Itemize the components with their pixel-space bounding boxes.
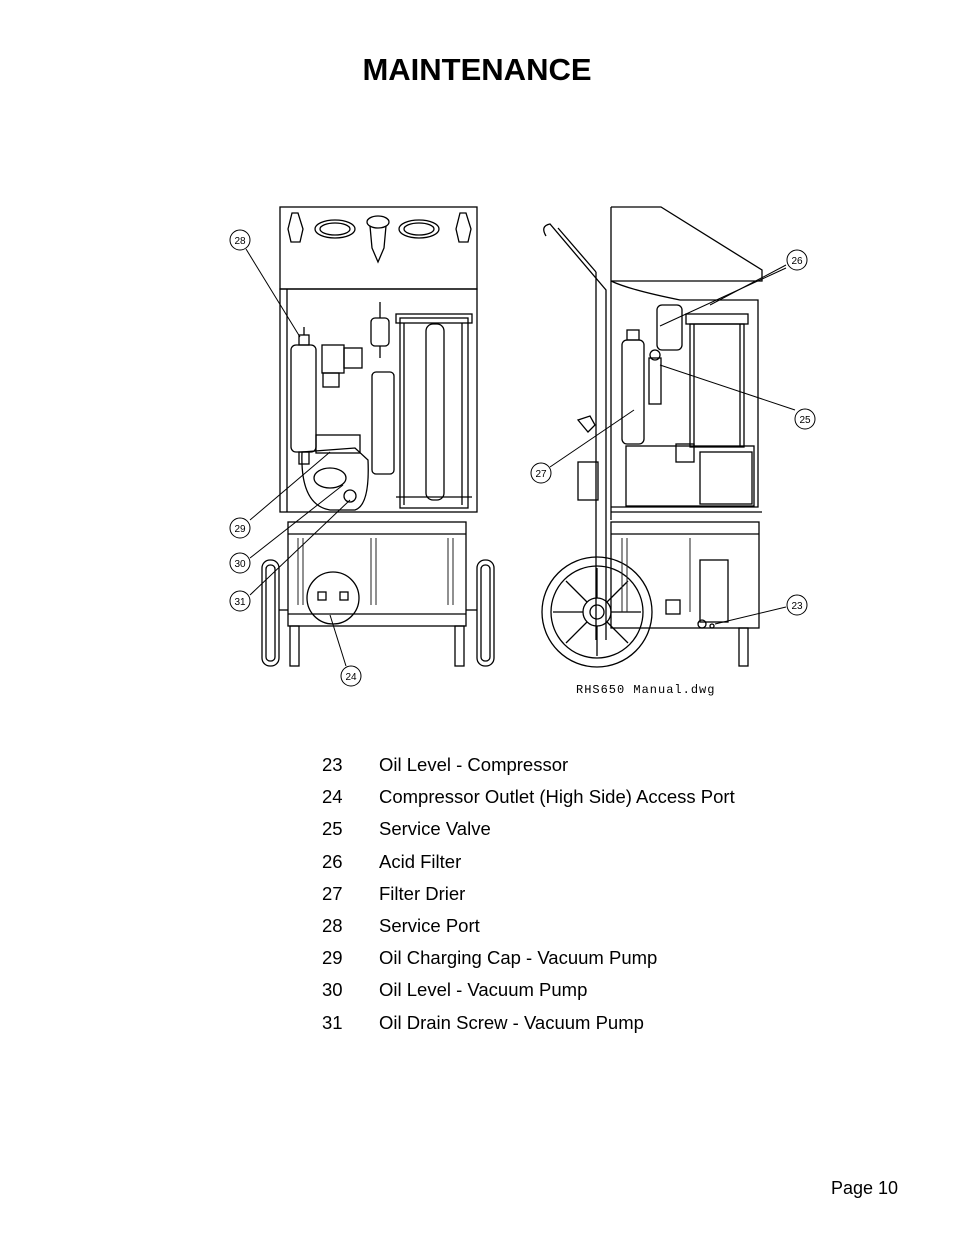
- callout-25: [794, 408, 816, 430]
- legend-number: 29: [322, 947, 343, 969]
- callout-label: 24: [345, 672, 357, 683]
- callout-27: [530, 462, 552, 484]
- front-view: [261, 206, 495, 667]
- callout-label: 25: [799, 415, 811, 426]
- legend-number: 24: [322, 786, 343, 808]
- legend-description: Oil Charging Cap - Vacuum Pump: [379, 947, 658, 969]
- side-vent-pattern: [621, 538, 691, 612]
- legend-description: Oil Level - Compressor: [379, 754, 569, 775]
- callout-26: [786, 249, 808, 271]
- callout-label: 30: [234, 559, 246, 570]
- callout-label: 26: [791, 256, 803, 267]
- callout-label: 28: [234, 236, 246, 247]
- legend-description: Oil Level - Vacuum Pump: [379, 979, 588, 1001]
- legend-number: 28: [322, 914, 343, 936]
- side-view: [541, 206, 763, 668]
- callout-label: 23: [791, 601, 803, 612]
- legend-number: 27: [322, 882, 343, 904]
- legend-description: Acid Filter: [379, 850, 462, 872]
- callout-28: [229, 229, 251, 251]
- legend-description: Oil Drain Screw - Vacuum Pump: [379, 1011, 644, 1033]
- callout-24: [340, 665, 362, 687]
- legend-description: Service Port: [379, 914, 480, 936]
- unit-line-drawing: 28 29 30 31 24 26 25 27 23 RHS650 Manual…: [229, 206, 816, 697]
- legend-description: Compressor Outlet (High Side) Access Por…: [379, 786, 735, 808]
- callout-label: 27: [535, 469, 547, 480]
- legend-number: 26: [322, 850, 343, 872]
- legend-description: Service Valve: [379, 818, 491, 840]
- callout-30: [229, 552, 251, 574]
- leader-lines: [245, 248, 796, 667]
- callout-label: 31: [234, 597, 246, 608]
- legend-number: 23: [322, 754, 343, 775]
- callout-label: 29: [234, 524, 246, 535]
- legend-number: 30: [322, 979, 343, 1001]
- front-vent-pattern: [297, 538, 454, 605]
- legend-description: Filter Drier: [379, 882, 466, 904]
- callout-31: [229, 590, 251, 612]
- legend-number: 31: [322, 1011, 343, 1033]
- callout-29: [229, 517, 251, 539]
- page-number: Page 10: [830, 1178, 898, 1198]
- page-title: MAINTENANCE: [362, 52, 592, 87]
- callout-23: [786, 594, 808, 616]
- legend-number: 25: [322, 818, 343, 840]
- drawing-label: RHS650 Manual.dwg: [576, 683, 715, 697]
